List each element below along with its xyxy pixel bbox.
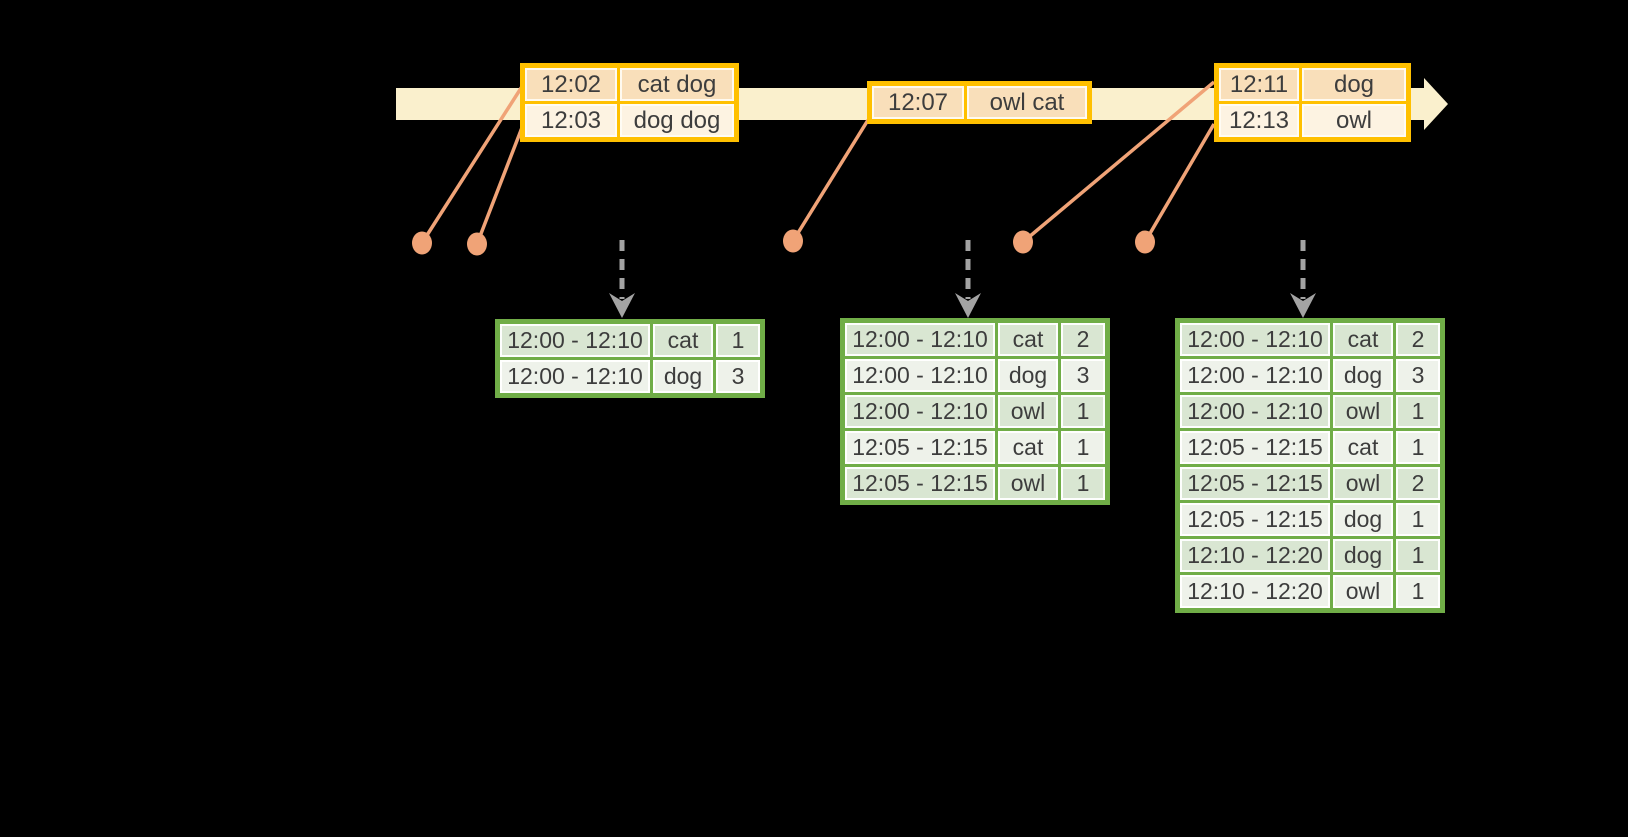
- trigger-arrowhead-icon: [1290, 293, 1316, 318]
- result-count-cell: 3: [1061, 359, 1105, 392]
- result-word-cell: owl: [1333, 575, 1393, 608]
- result-word-cell: dog: [1333, 539, 1393, 572]
- result-count-cell: 1: [1061, 431, 1105, 464]
- event-dot-icon: [467, 232, 487, 256]
- result-word-cell: cat: [1333, 431, 1393, 464]
- result-word-cell: owl: [1333, 467, 1393, 500]
- result-word-cell: dog: [1333, 359, 1393, 392]
- result-window-cell: 12:05 - 12:15: [1180, 467, 1330, 500]
- result-word-cell: cat: [998, 323, 1058, 356]
- result-window-cell: 12:00 - 12:10: [1180, 395, 1330, 428]
- event-time-cell: 12:07: [872, 86, 964, 119]
- event-words-cell: owl: [1302, 104, 1406, 137]
- event-words-cell: owl cat: [967, 86, 1087, 119]
- event-words-cell: cat dog: [620, 68, 734, 101]
- event-leader-line: [475, 124, 525, 245]
- result-window-cell: 12:10 - 12:20: [1180, 539, 1330, 572]
- trigger-arrowhead-icon: [609, 293, 635, 318]
- result-word-cell: owl: [998, 467, 1058, 500]
- result-word-cell: cat: [1333, 323, 1393, 356]
- result-count-cell: 1: [1061, 467, 1105, 500]
- trigger-arrowhead-icon: [955, 293, 981, 318]
- result-count-cell: 3: [1396, 359, 1440, 392]
- event-words-cell: dog: [1302, 68, 1406, 101]
- result-window-cell: 12:05 - 12:15: [1180, 503, 1330, 536]
- event-dot-icon: [783, 229, 803, 253]
- result-word-cell: dog: [998, 359, 1058, 392]
- result-count-cell: 3: [716, 360, 760, 393]
- result-window-cell: 12:00 - 12:10: [500, 360, 650, 393]
- result-word-cell: owl: [998, 395, 1058, 428]
- result-window-cell: 12:00 - 12:10: [845, 359, 995, 392]
- result-count-cell: 2: [1396, 323, 1440, 356]
- event-dot-icon: [1013, 230, 1033, 254]
- result-count-cell: 1: [1396, 503, 1440, 536]
- event-time-cell: 12:13: [1219, 104, 1299, 137]
- result-window-cell: 12:00 - 12:10: [845, 395, 995, 428]
- result-word-cell: owl: [1333, 395, 1393, 428]
- result-window-cell: 12:00 - 12:10: [1180, 359, 1330, 392]
- result-window-cell: 12:00 - 12:10: [1180, 323, 1330, 356]
- result-count-cell: 1: [1396, 539, 1440, 572]
- result-count-cell: 1: [1396, 431, 1440, 464]
- event-words-cell: dog dog: [620, 104, 734, 137]
- event-dot-icon: [412, 231, 432, 255]
- event-leader-line: [1143, 123, 1216, 243]
- result-word-cell: cat: [653, 324, 713, 357]
- result-count-cell: 2: [1061, 323, 1105, 356]
- event-time-cell: 12:02: [525, 68, 617, 101]
- timeline-arrowhead-icon: [1424, 78, 1448, 130]
- event-dot-icon: [1135, 230, 1155, 254]
- result-count-cell: 1: [1396, 395, 1440, 428]
- result-window-cell: 12:05 - 12:15: [845, 431, 995, 464]
- result-count-cell: 1: [1396, 575, 1440, 608]
- event-time-cell: 12:11: [1219, 68, 1299, 101]
- result-word-cell: dog: [653, 360, 713, 393]
- result-window-cell: 12:00 - 12:10: [845, 323, 995, 356]
- result-count-cell: 2: [1396, 467, 1440, 500]
- result-window-cell: 12:00 - 12:10: [500, 324, 650, 357]
- result-word-cell: dog: [1333, 503, 1393, 536]
- result-count-cell: 1: [716, 324, 760, 357]
- event-time-cell: 12:03: [525, 104, 617, 137]
- result-count-cell: 1: [1061, 395, 1105, 428]
- event-leader-line: [791, 119, 870, 242]
- result-window-cell: 12:10 - 12:20: [1180, 575, 1330, 608]
- result-word-cell: cat: [998, 431, 1058, 464]
- result-window-cell: 12:05 - 12:15: [845, 467, 995, 500]
- result-window-cell: 12:05 - 12:15: [1180, 431, 1330, 464]
